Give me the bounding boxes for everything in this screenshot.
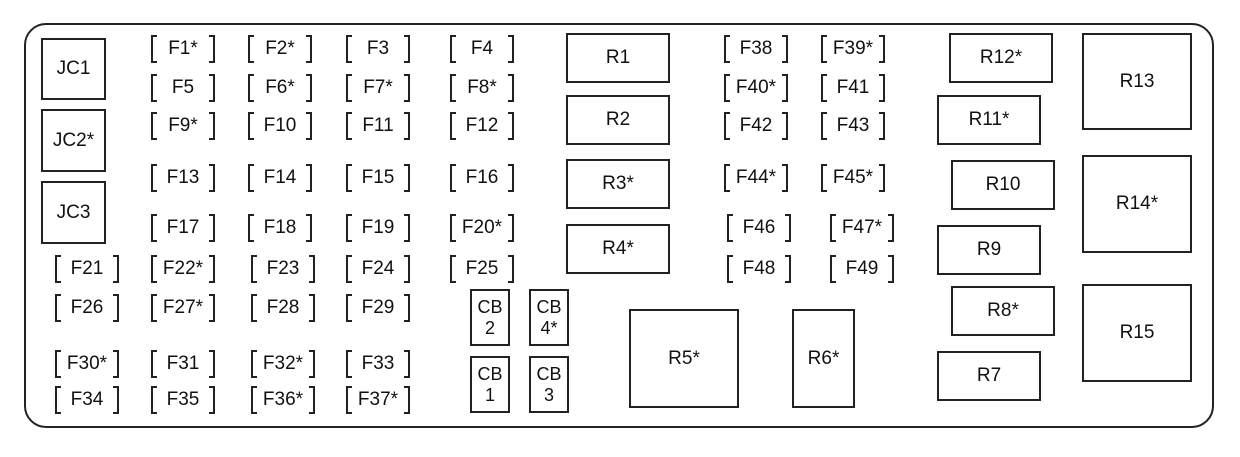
fuse-f4[interactable]: F4 (450, 35, 514, 63)
circuit-breaker-cb2[interactable]: CB 2 (470, 289, 510, 346)
fuse-f3[interactable]: F3 (346, 35, 410, 63)
fuse-f9[interactable]: F9* (151, 112, 215, 140)
relay-r7[interactable]: R7 (937, 351, 1041, 401)
cb-number: 2 (484, 317, 495, 338)
fuse-f43[interactable]: F43 (821, 112, 885, 140)
fuse-f10[interactable]: F10 (248, 112, 312, 140)
fuse-f24[interactable]: F24 (346, 255, 410, 283)
relay-r9[interactable]: R9 (937, 225, 1041, 275)
fuse-f7[interactable]: F7* (346, 74, 410, 102)
fuse-f36[interactable]: F36* (251, 386, 315, 414)
circuit-breaker-cb4[interactable]: CB 4* (529, 289, 569, 346)
cb-label: CB (477, 296, 503, 317)
fuse-f48[interactable]: F48 (727, 255, 791, 283)
fuse-f23[interactable]: F23 (251, 255, 315, 283)
fuse-f18[interactable]: F18 (248, 214, 312, 242)
fuse-f28[interactable]: F28 (251, 294, 315, 322)
fuse-f41[interactable]: F41 (821, 74, 885, 102)
circuit-breaker-cb3[interactable]: CB 3 (529, 356, 569, 413)
fuse-f13[interactable]: F13 (151, 164, 215, 192)
cb-number: 4* (540, 317, 558, 338)
relay-r5[interactable]: R5* (629, 309, 739, 408)
relay-r1[interactable]: R1 (566, 33, 670, 83)
circuit-breaker-cb1[interactable]: CB 1 (470, 356, 510, 413)
cb-number: 3 (543, 384, 554, 405)
fuse-f47[interactable]: F47* (830, 214, 894, 242)
fuse-f38[interactable]: F38 (724, 35, 788, 63)
cb-label: CB (477, 363, 503, 384)
fuse-f44[interactable]: F44* (724, 164, 788, 192)
fuse-f16[interactable]: F16 (450, 164, 514, 192)
fuse-f5[interactable]: F5 (151, 74, 215, 102)
fuse-f32[interactable]: F32* (251, 350, 315, 378)
relay-r14[interactable]: R14* (1082, 155, 1192, 253)
fuse-f25[interactable]: F25 (450, 255, 514, 283)
cb-label: CB (536, 296, 562, 317)
fuse-f21[interactable]: F21 (55, 255, 119, 283)
junction-connector-jc3[interactable]: JC3 (41, 181, 106, 244)
fuse-f42[interactable]: F42 (724, 112, 788, 140)
fuse-f22[interactable]: F22* (151, 255, 215, 283)
cb-label: CB (536, 363, 562, 384)
fuse-f14[interactable]: F14 (248, 164, 312, 192)
fuse-f40[interactable]: F40* (724, 74, 788, 102)
fuse-f2[interactable]: F2* (248, 35, 312, 63)
fuse-f39[interactable]: F39* (821, 35, 885, 63)
cb-number: 1 (484, 384, 495, 405)
relay-r3[interactable]: R3* (566, 159, 670, 209)
fuse-f11[interactable]: F11 (346, 112, 410, 140)
junction-connector-jc1[interactable]: JC1 (41, 38, 106, 100)
fuse-f15[interactable]: F15 (346, 164, 410, 192)
relay-r10[interactable]: R10 (951, 160, 1055, 210)
fuse-f8[interactable]: F8* (450, 74, 514, 102)
fuse-f27[interactable]: F27* (151, 294, 215, 322)
relay-r8[interactable]: R8* (951, 286, 1055, 336)
fuse-f45[interactable]: F45* (821, 164, 885, 192)
fuse-panel-outline (24, 23, 1214, 428)
fuse-f34[interactable]: F34 (55, 386, 119, 414)
relay-r11[interactable]: R11* (937, 95, 1041, 145)
relay-r6[interactable]: R6* (792, 309, 855, 408)
fuse-f37[interactable]: F37* (346, 386, 410, 414)
fuse-f46[interactable]: F46 (727, 214, 791, 242)
relay-r15[interactable]: R15 (1082, 284, 1192, 382)
relay-r13[interactable]: R13 (1082, 33, 1192, 130)
fuse-f26[interactable]: F26 (55, 294, 119, 322)
fuse-f35[interactable]: F35 (151, 386, 215, 414)
fuse-f20[interactable]: F20* (450, 214, 514, 242)
relay-r12[interactable]: R12* (949, 33, 1053, 83)
fuse-f30[interactable]: F30* (55, 350, 119, 378)
fuse-f19[interactable]: F19 (346, 214, 410, 242)
fuse-f49[interactable]: F49 (830, 255, 894, 283)
junction-connector-jc2[interactable]: JC2* (41, 109, 106, 172)
fuse-f6[interactable]: F6* (248, 74, 312, 102)
relay-r2[interactable]: R2 (566, 95, 670, 145)
fuse-f17[interactable]: F17 (151, 214, 215, 242)
fuse-f33[interactable]: F33 (346, 350, 410, 378)
fuse-f12[interactable]: F12 (450, 112, 514, 140)
fuse-f31[interactable]: F31 (151, 350, 215, 378)
fuse-f1[interactable]: F1* (151, 35, 215, 63)
relay-r4[interactable]: R4* (566, 224, 670, 274)
fuse-f29[interactable]: F29 (346, 294, 410, 322)
